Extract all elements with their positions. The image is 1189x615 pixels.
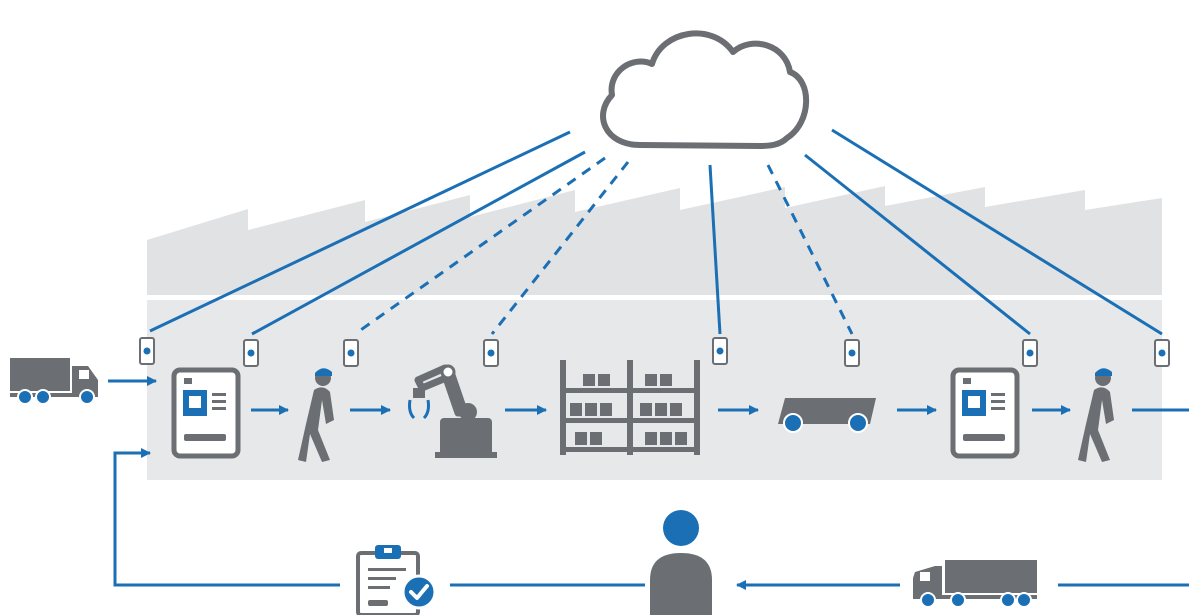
sensor-icon [343,339,359,367]
worker-icon [1078,368,1114,462]
link-line [149,130,571,333]
sensors [139,337,1170,367]
cloud-links [149,128,1163,336]
robot-arm-icon [408,364,497,458]
checklist-icon [356,545,437,615]
terminal-icon [171,367,241,459]
sensor-icon [139,337,155,365]
link-line [490,161,630,335]
link-line [804,153,1031,336]
user-icon [650,510,712,615]
link-line [831,128,1163,336]
link-line [251,150,586,336]
sensor-icon [483,339,499,367]
feedback-line [113,448,340,587]
agv-cart-icon [778,398,876,433]
sensor-icon [243,339,259,367]
terminal-icon [950,367,1020,459]
link-line [708,164,722,335]
sensor-icon [844,339,860,367]
link-line [354,156,606,336]
sensor-icon [1154,339,1170,367]
process-arrows [108,376,1071,415]
sensor-icon [712,337,728,365]
outbound-truck-icon [913,560,1037,608]
sensor-icon [1022,339,1038,367]
inbound-truck-icon [10,358,98,405]
worker-icon [298,368,334,462]
warehouse-shelf-icon [560,360,700,455]
cloud-icon [600,30,810,149]
return-flow [113,448,1189,590]
link-line [766,164,854,335]
